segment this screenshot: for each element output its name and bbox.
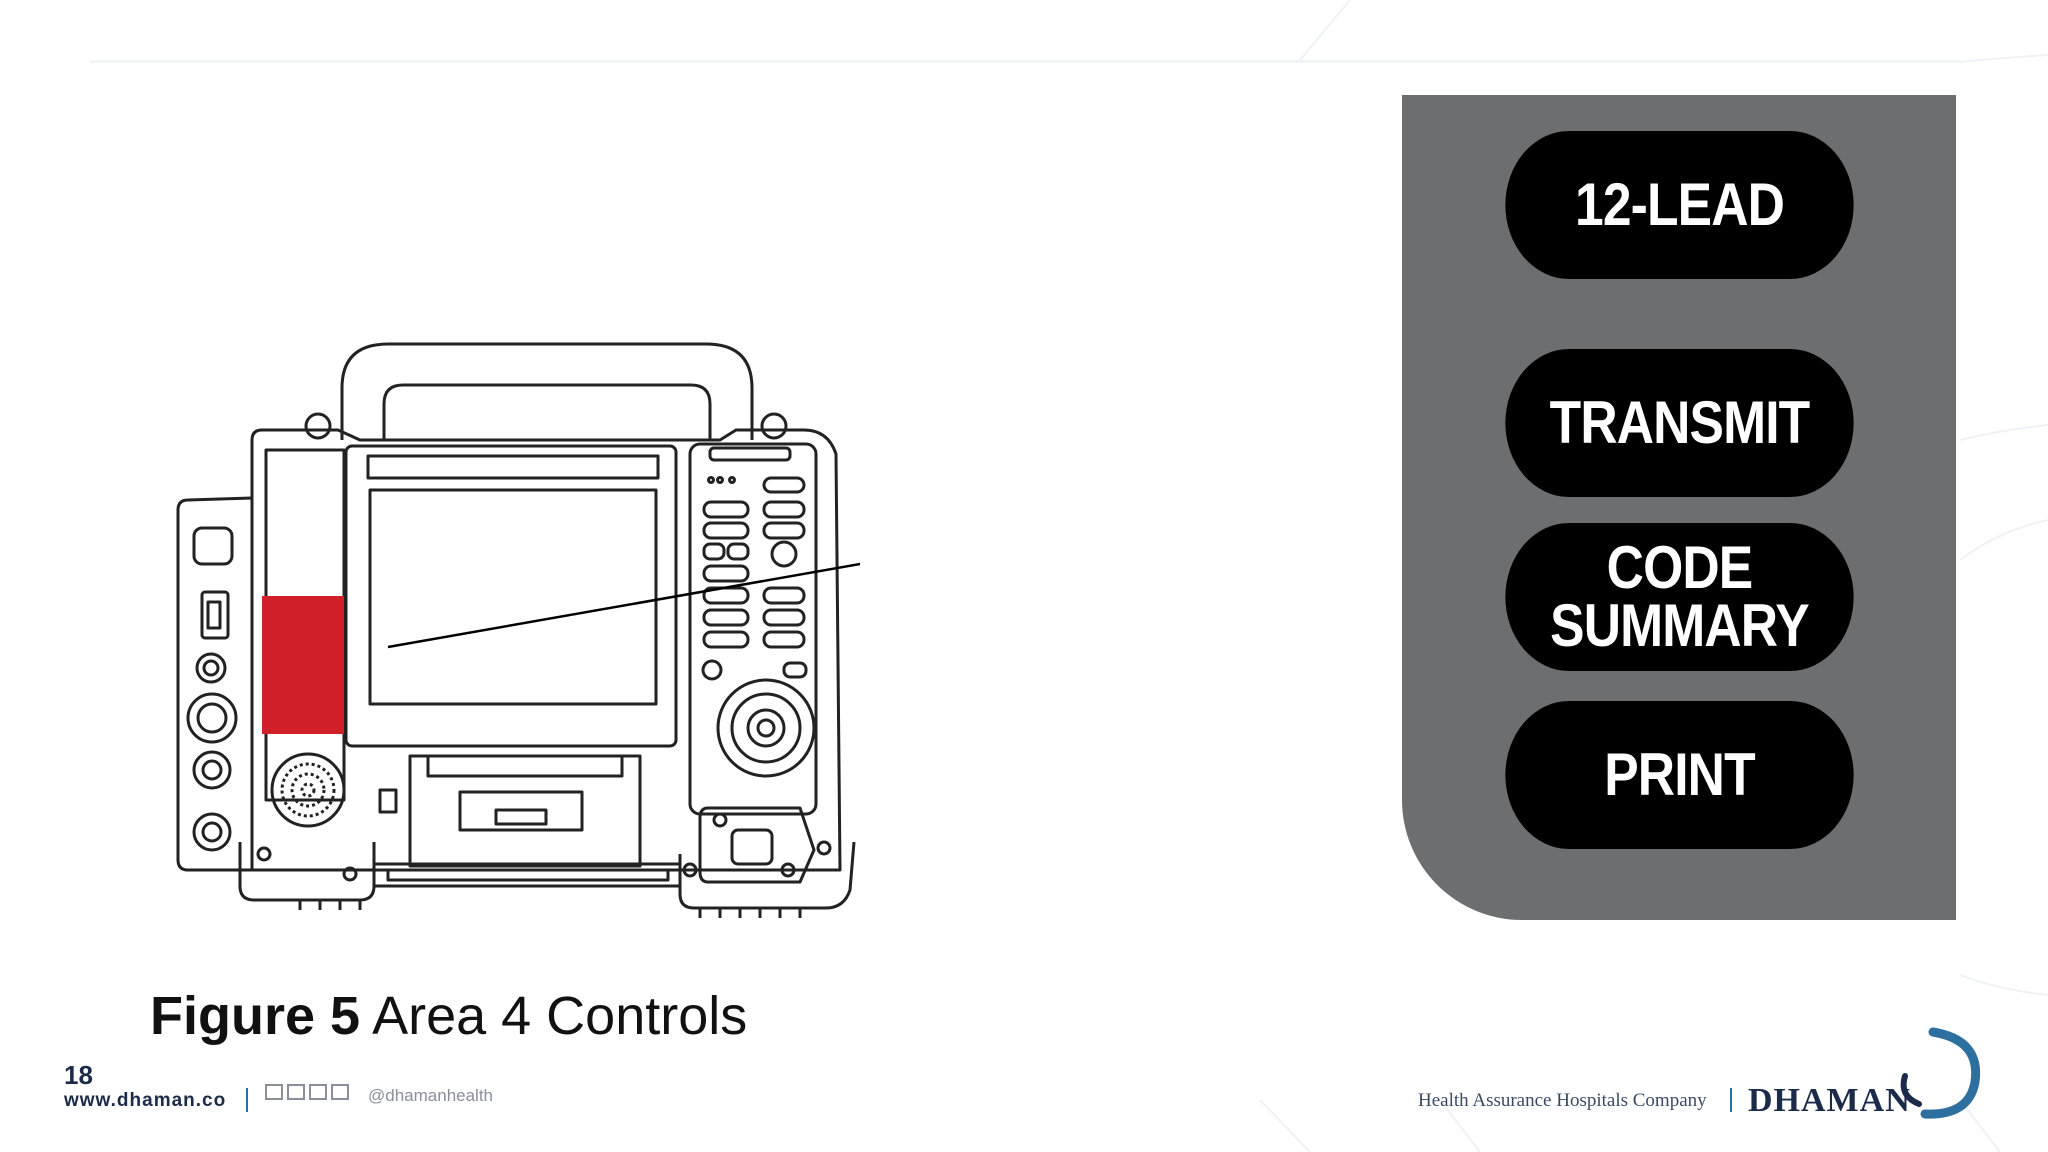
area-4-control-panel: 12-LEAD TRANSMIT CODE SUMMARY PRINT <box>1402 95 1956 920</box>
print-button[interactable]: PRINT <box>1505 701 1854 849</box>
figure-label: Figure 5 <box>150 986 361 1046</box>
figure-caption: Figure 5 Area 4 Controls <box>150 985 747 1047</box>
defibrillator-illustration <box>176 342 860 918</box>
instagram-icon[interactable] <box>331 1084 349 1100</box>
dhaman-logo-icon <box>1900 1027 1981 1119</box>
code-summary-label-line-1: CODE <box>1606 534 1754 601</box>
footer-separator <box>246 1088 248 1112</box>
brand-name: DHAMAN <box>1748 1082 1911 1119</box>
top-divider <box>90 60 1960 63</box>
brand-separator <box>1730 1088 1732 1112</box>
figure-title: Area 4 Controls <box>372 986 748 1046</box>
twitter-icon[interactable] <box>287 1084 305 1100</box>
page-number: 18 <box>64 1060 93 1090</box>
facebook-icon[interactable] <box>265 1084 283 1100</box>
print-label: PRINT <box>1604 741 1755 808</box>
12-lead-button[interactable]: 12-LEAD <box>1505 131 1854 279</box>
company-tagline: Health Assurance Hospitals Company <box>1418 1090 1707 1111</box>
social-handle: @dhamanhealth <box>368 1086 494 1105</box>
highlighted-area-4 <box>262 596 344 734</box>
website-link[interactable]: www.dhaman.co <box>64 1090 227 1111</box>
social-icons <box>265 1084 349 1100</box>
code-summary-button[interactable]: CODE SUMMARY <box>1505 523 1854 671</box>
linkedin-icon[interactable] <box>309 1084 327 1100</box>
transmit-button[interactable]: TRANSMIT <box>1505 349 1854 497</box>
code-summary-label-line-2: SUMMARY <box>1550 592 1810 659</box>
12-lead-label: 12-LEAD <box>1574 171 1785 238</box>
transmit-label: TRANSMIT <box>1549 389 1811 456</box>
